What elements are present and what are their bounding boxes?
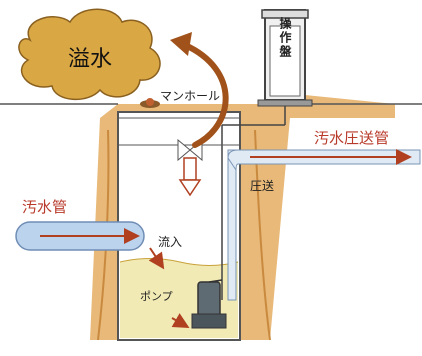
overflow-cloud: 溢水 [18, 8, 161, 101]
overflow-label: 溢水 [68, 47, 112, 72]
pump-label: ポンプ [140, 290, 173, 303]
sewer-pipe-label: 汚水管 [22, 198, 67, 216]
manhole-label: マンホール [160, 89, 220, 103]
pressure-pipe: 汚水圧送管 圧送 [227, 129, 421, 301]
inflow-label: 流入 [158, 235, 182, 249]
control-panel-label: 操作盤 [278, 16, 292, 59]
control-panel: 操作盤 [221, 9, 313, 300]
overflow-arrow [170, 32, 229, 148]
pressure-main-label: 汚水圧送管 [314, 129, 389, 147]
inflow: 流入 [148, 235, 182, 270]
pressure-feed-label: 圧送 [250, 178, 274, 193]
up-arrow-icon [178, 179, 202, 197]
sewer-pipe: 汚水管 [15, 198, 145, 251]
pump: ポンプ [140, 279, 227, 329]
